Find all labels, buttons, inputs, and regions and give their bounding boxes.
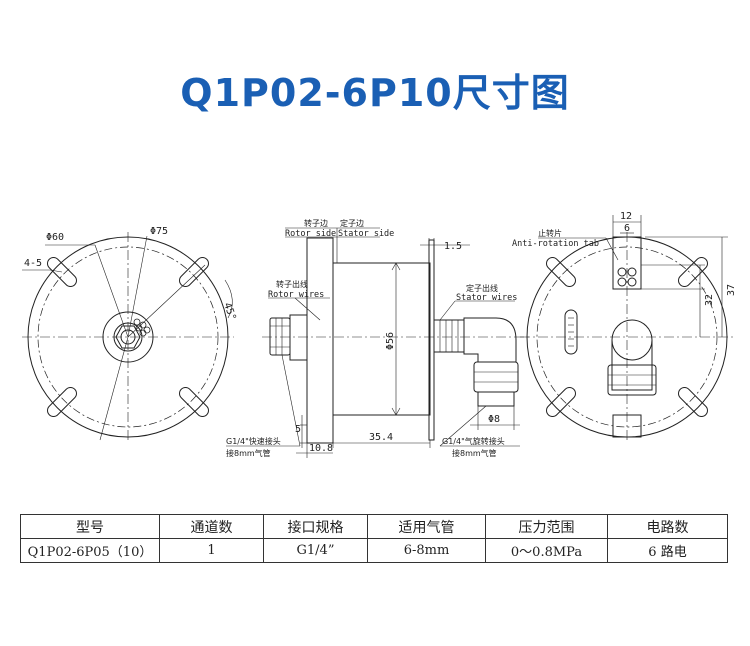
dim-35-4: 35.4 [369, 432, 393, 443]
left-fitting [269, 317, 291, 356]
table-header-row: 型号 通道数 接口规格 适用气管 压力范围 电路数 [20, 514, 728, 539]
cell-pressure: 0～0.8MPa [485, 538, 608, 563]
slot-width-label: 4-5 [24, 258, 42, 269]
angle-label: 45° [221, 301, 238, 322]
header-channels: 通道数 [159, 514, 264, 539]
dim-37: 37 [726, 284, 737, 296]
dia56-label: Φ56 [385, 332, 396, 350]
dim-10-8: 10.8 [309, 443, 333, 454]
right-fitting-label: G1/4"气旋转接头 [442, 436, 505, 446]
left-tube-label: 接8mm气管 [226, 448, 271, 458]
cell-model: Q1P02-6P05（10） [20, 538, 160, 563]
dia8-label: Φ8 [488, 414, 500, 425]
page-title: Q1P02-6P10尺寸图 [180, 71, 570, 115]
rotor-side-cn: 转子边 [304, 218, 328, 228]
rotor-hub [289, 314, 308, 361]
header-model: 型号 [20, 514, 160, 539]
anti-rotation-en: Anti-rotation tab [512, 239, 599, 249]
header-circuits: 电路数 [607, 514, 728, 539]
cell-interface: G1/4” [263, 538, 368, 563]
spec-table: 型号 通道数 接口规格 适用气管 压力范围 电路数 Q1P02-6P05（10）… [20, 514, 728, 563]
elbow-nut [473, 361, 519, 393]
side-view [226, 227, 530, 458]
stator-side-en: Stator side [338, 229, 394, 239]
rear-view [520, 215, 735, 442]
rotary-elbow [463, 317, 517, 363]
header-pressure: 压力范围 [485, 514, 608, 539]
cell-channels: 1 [159, 538, 264, 563]
stator-wires-cn: 定子出线 [466, 283, 498, 293]
table-row: Q1P02-6P05（10） 1 G1/4” 6-8mm 0～0.8MPa 6 … [20, 538, 728, 563]
right-tube-label: 接8mm气管 [452, 448, 497, 458]
stator-wires-en: Stator wires [456, 293, 517, 303]
mounting-slots [47, 257, 209, 417]
elbow-tube-end [477, 391, 515, 407]
stator-side-cn: 定子边 [340, 218, 364, 228]
dia60-label: Φ60 [46, 232, 64, 243]
dimension-drawing: Φ60 Φ75 4-5 45° 转子边 定子边 Rotor side Stato… [22, 211, 737, 458]
cell-circuits: 6 路电 [607, 538, 728, 563]
rotor-wire-bundle [133, 318, 151, 337]
front-view [22, 232, 234, 442]
dim-32: 32 [704, 294, 715, 306]
dim-1-5: 1.5 [444, 241, 462, 252]
anti-rotation-cn: 止转片 [538, 228, 562, 238]
dim-12: 12 [620, 211, 632, 222]
dia75-label: Φ75 [150, 226, 168, 237]
stator-connector [433, 319, 465, 353]
housing [332, 262, 431, 416]
left-fitting-label: G1/4"快速接头 [226, 436, 281, 446]
cell-tube: 6-8mm [367, 538, 486, 563]
pin-connector [564, 309, 578, 355]
flange [306, 237, 334, 444]
dim-5: 5 [295, 424, 301, 435]
rotor-side-en: Rotor side [285, 229, 336, 239]
header-tube: 适用气管 [367, 514, 486, 539]
rear-mounting-slots [546, 257, 708, 417]
rotor-wires-en: Rotor wires [268, 290, 324, 300]
dim-6: 6 [624, 223, 630, 234]
rotor-wires-cn: 转子出线 [276, 279, 308, 289]
header-interface: 接口规格 [263, 514, 368, 539]
